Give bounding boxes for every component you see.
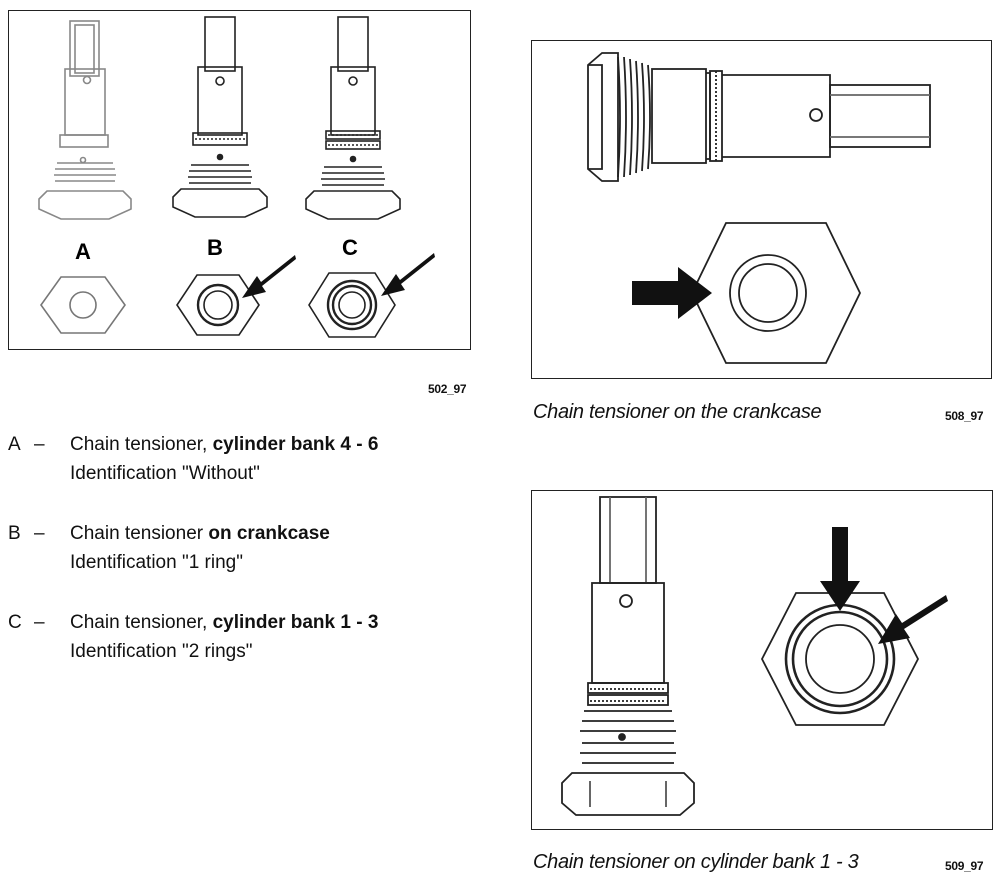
hexagon-a-without [40,276,126,334]
arrow-crankcase [632,267,712,319]
legend-identification: Identification "2 rings" [70,641,253,662]
figure-label-a: A [75,239,91,264]
legend-dash: – [34,612,45,633]
figure-crankcase-tensioner [531,40,992,379]
legend-item-c: C – Chain tensioner, cylinder bank 1 - 3… [8,612,488,662]
figure-code-509: 509_97 [945,859,984,873]
legend-key: C [8,612,22,633]
figure-label-c: C [342,235,358,260]
caption-cylinder-bank: Chain tensioner on cylinder bank 1 - 3 [533,851,859,873]
tensioner-comparison-drawing: A B C [38,16,435,338]
cylinder-bank-tensioner-drawing [561,496,948,816]
legend-item-a: A – Chain tensioner, cylinder bank 4 - 6… [8,434,488,484]
figure-code-508: 508_97 [945,409,984,423]
figure-code-502: 502_97 [428,382,467,396]
legend-description: Chain tensioner on crankcase [70,523,330,544]
legend-item-b: B – Chain tensioner on crankcase Identif… [8,523,488,573]
arrow-c [381,253,435,296]
figure-label-b: B [207,235,223,260]
hexagon-b-one-ring [176,274,260,336]
arrow-diagonal [878,595,948,644]
legend-description: Chain tensioner, cylinder bank 1 - 3 [70,612,379,633]
legend-key: A [8,434,21,455]
figure-cylinder-bank-tensioner [531,490,993,830]
legend-dash: – [34,523,45,544]
legend-description: Chain tensioner, cylinder bank 4 - 6 [70,434,379,455]
legend-dash: – [34,434,45,455]
tensioner-a-drawing [38,20,132,220]
arrow-b [242,255,296,298]
caption-crankcase: Chain tensioner on the crankcase [533,401,822,423]
hexagon-c-two-rings [308,272,396,338]
legend-identification: Identification "1 ring" [70,552,243,573]
crankcase-tensioner-drawing [587,52,931,364]
tensioner-b-drawing [172,16,268,218]
legend-identification: Identification "Without" [70,463,260,484]
legend-list: A – Chain tensioner, cylinder bank 4 - 6… [8,434,488,662]
figure-tensioner-comparison: A B C [8,10,471,350]
legend-key: B [8,523,21,544]
tensioner-c-drawing [305,16,401,220]
arrow-down [820,527,860,611]
